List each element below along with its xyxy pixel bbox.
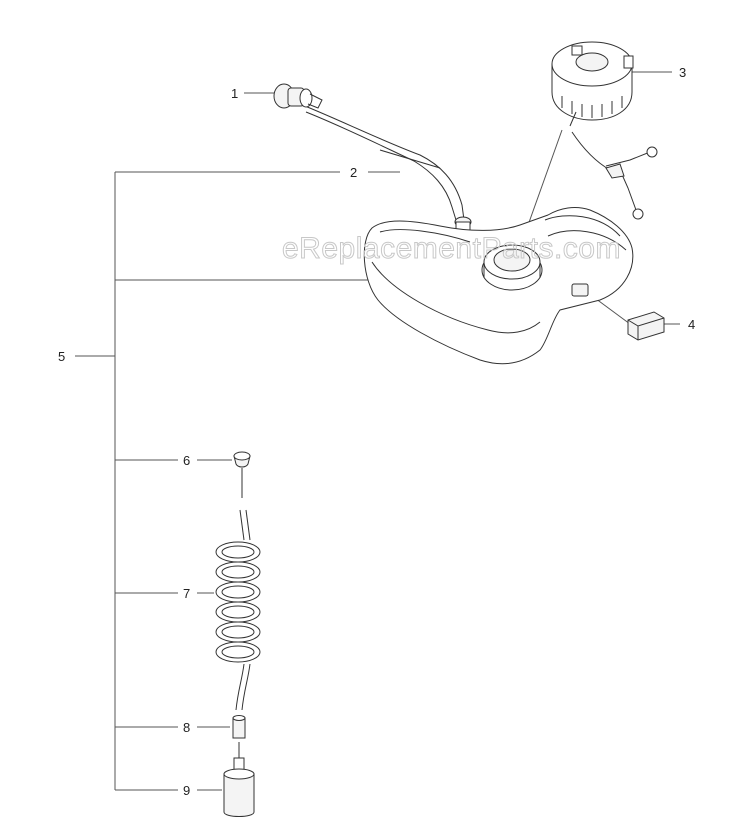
fuel-fitting-part (273, 83, 323, 109)
callout-labels: 1 2 3 4 5 6 7 8 9 (58, 65, 695, 798)
callout-8: 8 (183, 720, 190, 735)
callout-7: 7 (183, 586, 190, 601)
fuel-cap-part (551, 41, 658, 220)
callout-6: 6 (183, 453, 190, 468)
callout-2: 2 (350, 165, 357, 180)
watermark-text: eReplacementParts.com (282, 232, 621, 265)
callout-9: 9 (183, 783, 190, 798)
fuel-line-part (299, 103, 472, 231)
fuel-tank-part (363, 207, 634, 365)
hose-connector-part (232, 715, 246, 739)
callout-5: 5 (58, 349, 65, 364)
fuel-filter-part (223, 742, 255, 817)
leader-lines (75, 71, 680, 791)
callout-1: 1 (231, 86, 238, 101)
callout-4: 4 (688, 317, 695, 332)
rubber-plug-part (627, 311, 665, 341)
callout-3: 3 (679, 65, 686, 80)
coiled-hose-part (215, 509, 261, 711)
return-valve-part (233, 451, 251, 498)
